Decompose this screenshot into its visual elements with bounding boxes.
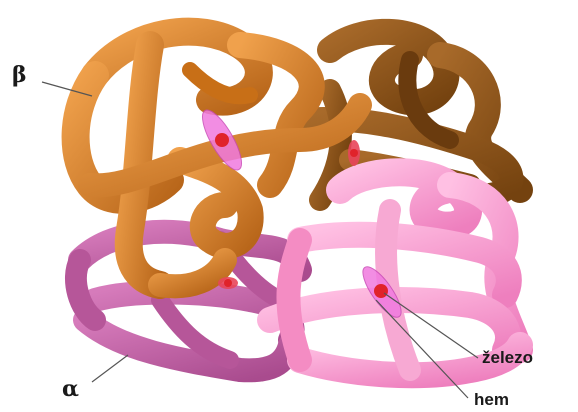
alpha-1-subunit	[76, 232, 300, 371]
iron-label: železo	[482, 348, 533, 368]
alpha-leader-line	[92, 355, 128, 382]
beta-subunit-label: β	[12, 62, 27, 88]
iron-atom	[215, 133, 229, 147]
heme-group-beta-2	[348, 140, 360, 166]
heme-label: hem	[474, 390, 509, 410]
alpha-subunit-label: α	[62, 376, 79, 402]
iron-atom	[374, 284, 388, 298]
heme-group-alpha-1	[218, 277, 238, 289]
